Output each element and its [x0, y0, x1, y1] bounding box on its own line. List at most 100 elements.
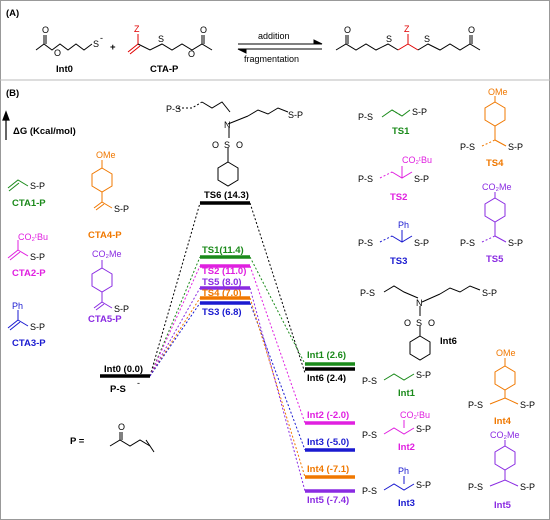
int3-structure — [383, 476, 415, 491]
ts1-ps: P-S — [358, 112, 373, 122]
product-carbonyl-o-left: O — [344, 25, 351, 35]
panel-b-label: (B) — [6, 88, 19, 99]
p-group-o: O — [118, 422, 125, 432]
int2-co2tbu: CO₂ᵗBu — [400, 410, 430, 420]
ts3-level-label: TS3 (6.8) — [202, 307, 242, 318]
product-z: Z — [404, 24, 410, 34]
cta-p-structure — [127, 34, 213, 55]
cta5-sp: S-P — [114, 304, 129, 314]
ts1-structure — [381, 109, 411, 118]
ts6-level-label: TS6 (14.3) — [204, 190, 249, 201]
p-s-anion-label: P-S — [110, 384, 126, 395]
int6-s: S — [416, 318, 422, 328]
int5-sp: S-P — [520, 482, 535, 492]
ts3-structure — [379, 230, 413, 243]
int6-o1: O — [404, 318, 411, 328]
int4-structure — [489, 358, 519, 405]
energy-axis-arrow — [2, 110, 10, 140]
ts6-structure — [178, 101, 289, 187]
cta5-label: CTA5-P — [88, 314, 122, 325]
int4-level-label: Int4 (-7.1) — [307, 464, 349, 475]
ts1-label: TS1 — [392, 126, 410, 137]
cta-p-s: S — [158, 34, 164, 44]
int6-ps: P-S — [360, 288, 375, 298]
ts5-sp: S-P — [508, 238, 523, 248]
ts4-level-label: TS4 (7.0) — [202, 288, 242, 299]
energy-axis-label: ΔG (Kcal/mol) — [13, 126, 76, 137]
int0-ester-o: O — [54, 48, 61, 58]
cta3-structure — [7, 310, 29, 331]
int6-level-label: Int6 (2.4) — [307, 373, 346, 384]
int5-ps: P-S — [468, 482, 483, 492]
int0-level-label: Int0 (0.0) — [104, 364, 143, 375]
arrow-fragmentation-label: fragmentation — [244, 54, 299, 64]
ts4-label: TS4 — [486, 158, 504, 169]
cta4-ome: OMe — [96, 150, 116, 160]
ts5-label: TS5 — [486, 254, 504, 265]
p-group-structure — [109, 432, 155, 453]
cta-p-z: Z — [134, 24, 140, 34]
equilibrium-arrows — [237, 39, 323, 54]
p-s-anion-charge: - — [137, 378, 140, 388]
ts5-ps: P-S — [460, 238, 475, 248]
arrow-addition-label: addition — [258, 31, 290, 41]
ts6-ps: P-S — [166, 104, 181, 114]
int1-structure — [383, 373, 415, 381]
panel-a-label: (A) — [6, 8, 19, 19]
ts5-structure — [481, 192, 507, 243]
ts2-structure — [379, 166, 413, 179]
int5-co2me: CO₂Me — [490, 430, 520, 440]
product-s-right: S — [424, 34, 430, 44]
int0-label: Int0 — [56, 64, 73, 75]
cta1-sp: S-P — [30, 181, 45, 191]
int3-label: Int3 — [398, 498, 415, 509]
cta-p-label: CTA-P — [150, 64, 179, 75]
int0-structure — [35, 35, 93, 51]
cta4-sp: S-P — [114, 204, 129, 214]
int2-structure — [383, 420, 415, 435]
ts6-s: S — [224, 140, 230, 150]
int0-carbonyl-o: O — [42, 25, 49, 35]
int1-sp: S-P — [416, 370, 431, 380]
int2-sp: S-P — [416, 424, 431, 434]
connector-lines — [149, 202, 306, 492]
cta5-structure — [91, 260, 113, 311]
cta1-label: CTA1-P — [12, 198, 46, 209]
cta4-label: CTA4-P — [88, 230, 122, 241]
ts5-level-label: TS5 (8.0) — [202, 277, 242, 288]
int3-ph: Ph — [398, 466, 409, 476]
ts2-ps: P-S — [358, 174, 373, 184]
int3-ps: P-S — [362, 486, 377, 496]
cta3-ph: Ph — [12, 301, 23, 311]
ts2-label: TS2 — [390, 192, 407, 203]
energy-levels — [100, 201, 355, 493]
ts3-ps: P-S — [358, 238, 373, 248]
ts4-ome: OMe — [488, 87, 508, 97]
ts6-n: N — [224, 120, 231, 130]
ts5-co2me: CO₂Me — [482, 182, 512, 192]
ts2-sp: S-P — [414, 174, 429, 184]
cta-p-ester-o: O — [188, 49, 195, 59]
ts6-o1: O — [212, 140, 219, 150]
int5-structure — [489, 440, 519, 487]
cta5-co2me: CO₂Me — [92, 249, 122, 259]
cta4-structure — [91, 160, 113, 211]
cta-p-carbonyl-o: O — [200, 25, 207, 35]
p-definition-label: P = — [70, 436, 85, 447]
int6-sp: S-P — [482, 288, 497, 298]
ts1-sp: S-P — [412, 107, 427, 117]
int4-ome: OMe — [496, 348, 516, 358]
int1-level-label: Int1 (2.6) — [307, 350, 346, 361]
ts4-sp: S-P — [508, 142, 523, 152]
cta2-structure — [7, 240, 29, 261]
int2-ps: P-S — [362, 430, 377, 440]
product-radical-structure — [335, 34, 481, 51]
ts3-ph: Ph — [398, 220, 409, 230]
product-s-left: S — [386, 34, 392, 44]
ts1-level-label: TS1(11.4) — [202, 245, 244, 256]
ts4-ps: P-S — [460, 142, 475, 152]
int3-sp: S-P — [416, 480, 431, 490]
cta2-label: CTA2-P — [12, 268, 46, 279]
int5-label: Int5 — [494, 500, 512, 511]
